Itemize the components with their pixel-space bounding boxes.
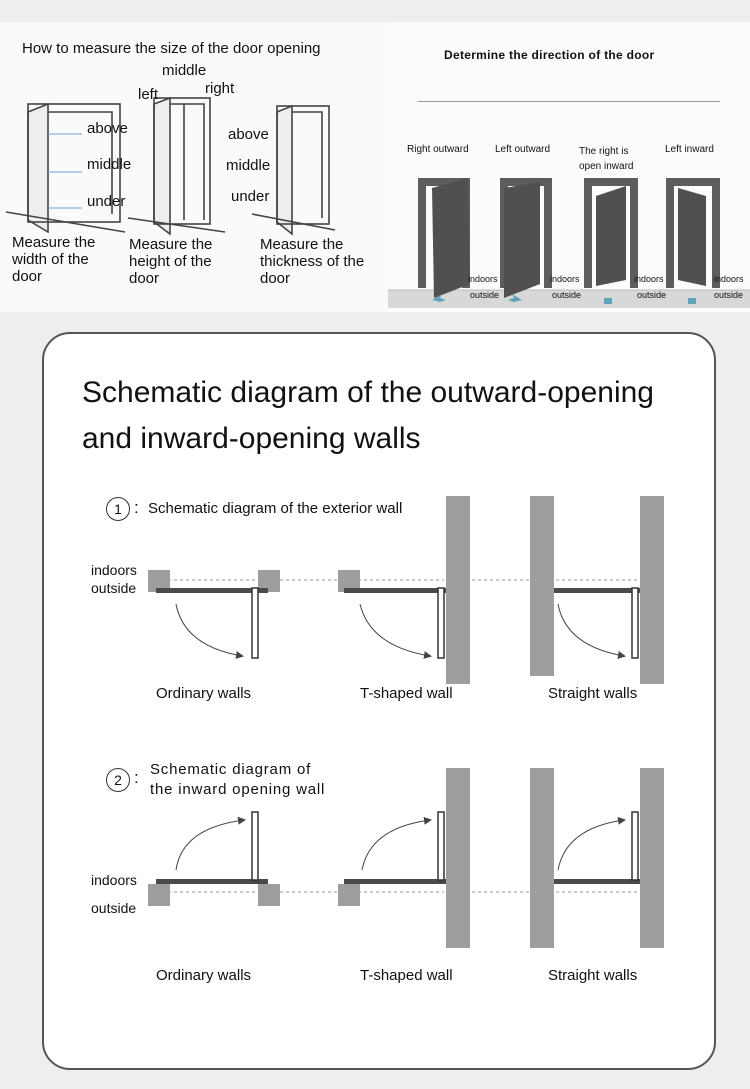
door-label-left-inward: Left inward [665, 144, 714, 155]
direction-title: Determine the direction of the door [444, 48, 655, 62]
row2-outside-label: outside [91, 900, 137, 916]
schematic-title-line2: and inward-opening walls [82, 422, 421, 455]
straight-swing-arrow [557, 603, 626, 659]
height-label-right: right [205, 80, 235, 97]
door-3-indoors: indoors [634, 274, 664, 284]
measure-title: How to measure the size of the door open… [22, 40, 321, 57]
door-2-outside: outside [552, 290, 582, 300]
door-4-outside: outside [714, 290, 744, 300]
tshaped-swing-arrow [359, 603, 432, 659]
direction-panel: Determine the direction of the door Righ [388, 22, 750, 312]
width-label-under: under [87, 193, 126, 210]
row1-label-tshaped: T-shaped wall [360, 685, 453, 702]
section1-label: Schematic diagram of the exterior wall [148, 500, 403, 517]
tshaped-wall-column [446, 496, 470, 684]
row1-label-ordinary: Ordinary walls [156, 685, 252, 702]
tshaped-wall-block [338, 570, 360, 592]
section2-number-badge: 2 [106, 768, 130, 792]
door-1-outside: outside [470, 290, 500, 300]
wall-schematics [148, 496, 664, 948]
section1-number-badge: 1 [106, 497, 130, 521]
section1-colon: : [134, 498, 139, 517]
row1-label-straight: Straight walls [548, 685, 638, 702]
straight-wall-left-column [530, 496, 554, 676]
width-label-middle: middle [87, 156, 132, 173]
door-2-indoors: indoors [550, 274, 580, 284]
height-label-middle: middle [162, 62, 207, 79]
door-4-indoors: indoors [714, 274, 744, 284]
direction-divider [418, 101, 720, 102]
thickness-label-under: under [231, 188, 270, 205]
straight-door-frame [554, 588, 640, 593]
door-direction-illustrations [388, 178, 750, 308]
row2-label-ordinary: Ordinary walls [156, 967, 252, 984]
row2-label-tshaped: T-shaped wall [360, 967, 453, 984]
straight-wall-right-column [640, 496, 664, 684]
door-label-left-outward: Left outward [495, 144, 551, 155]
section2-colon: : [134, 768, 139, 787]
height-label-left: left [138, 86, 159, 103]
door-label-right-outward: Right outward [407, 144, 469, 155]
row2-indoors-label: indoors [91, 872, 137, 888]
door-frame-illustrations [5, 96, 336, 236]
ordinary-wall-left-block [148, 570, 170, 592]
door-1-indoors: indoors [468, 274, 498, 284]
measure-panel: How to measure the size of the door open… [0, 22, 388, 312]
straight-door-leaf [631, 587, 639, 659]
ordinary-wall-right-block [258, 570, 280, 592]
schematic-title-line1: Schematic diagram of the outward-opening [82, 376, 654, 409]
tshaped-door-leaf [437, 587, 445, 659]
ordinary-door-frame [156, 588, 268, 593]
schematic-card: Schematic diagram of the outward-opening… [42, 332, 716, 1070]
tshaped-door-frame [344, 588, 446, 593]
width-label-above: above [87, 120, 128, 137]
row2-label-straight: Straight walls [548, 967, 638, 984]
thickness-label-middle: middle [226, 157, 271, 174]
door-3-outside: outside [637, 290, 667, 300]
ordinary-swing-arrow [175, 603, 244, 659]
ordinary-door-leaf [251, 587, 259, 659]
thickness-label-above: above [228, 126, 269, 143]
